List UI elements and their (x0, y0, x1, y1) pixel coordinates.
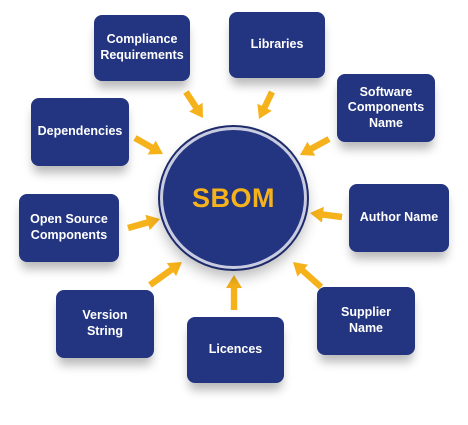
arrow-licences (226, 275, 242, 310)
node-label: Software Components Name (347, 84, 425, 130)
node-open-source-components: Open Source Components (19, 194, 119, 262)
node-supplier-name: Supplier Name (317, 287, 415, 355)
node-label: Author Name (359, 210, 439, 225)
arrow-software-components-name (300, 136, 331, 156)
node-label: Dependencies (37, 124, 123, 139)
arrow-libraries (257, 90, 275, 119)
node-label: Supplier Name (340, 305, 391, 335)
node-label: Compliance Requirements (100, 32, 184, 62)
node-compliance-requirements: Compliance Requirements (94, 15, 190, 81)
node-libraries: Libraries (229, 12, 325, 78)
node-label: Open Source Components (30, 212, 108, 242)
arrow-compliance-requirements (183, 90, 203, 118)
node-licences: Licences (187, 317, 284, 383)
arrow-author-name (310, 206, 343, 223)
arrow-open-source-components (127, 214, 160, 232)
node-label: Libraries (250, 37, 304, 52)
arrow-version-string (148, 262, 182, 288)
arrow-dependencies (133, 135, 163, 155)
node-software-components-name: Software Components Name (337, 74, 435, 142)
hub-label: SBOM (192, 182, 275, 213)
sbom-hub: SBOM (160, 127, 307, 269)
node-author-name: Author Name (349, 184, 449, 252)
node-label: Licences (208, 342, 263, 357)
node-version-string: Version String (56, 290, 154, 358)
arrow-supplier-name (293, 262, 324, 290)
node-dependencies: Dependencies (31, 98, 129, 166)
node-label: Version String (82, 308, 128, 338)
